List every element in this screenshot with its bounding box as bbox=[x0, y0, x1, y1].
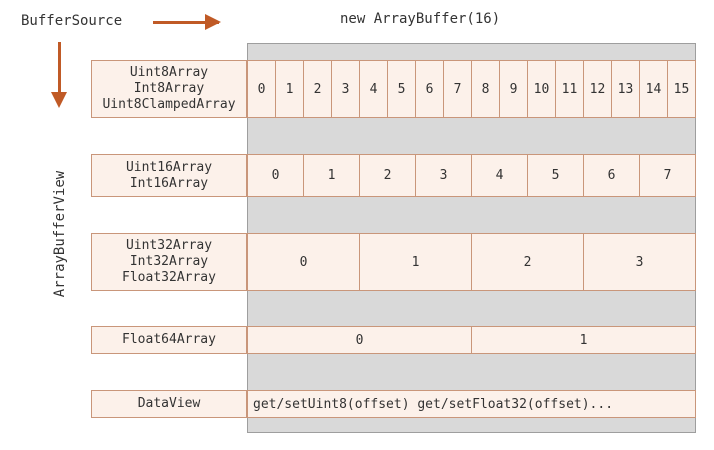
buffer-cell: 0 bbox=[248, 61, 276, 117]
down-arrow-icon bbox=[51, 42, 67, 108]
uint32-row-label: Uint32Array Int32Array Float32Array bbox=[91, 233, 247, 291]
float64-row-label: Float64Array bbox=[91, 326, 247, 354]
type-name: Int32Array bbox=[129, 254, 209, 269]
type-name: Uint16Array bbox=[125, 159, 213, 175]
dataview-cells: get/setUint8(offset) get/setFloat32(offs… bbox=[247, 390, 696, 418]
buffer-cell: 5 bbox=[388, 61, 416, 117]
buffer-cell: 11 bbox=[556, 61, 584, 117]
buffer-cell: 13 bbox=[612, 61, 640, 117]
buffer-source-label: BufferSource bbox=[21, 13, 123, 29]
buffer-cell: 12 bbox=[584, 61, 612, 117]
buffer-cell: 3 bbox=[332, 61, 360, 117]
buffer-cell: 1 bbox=[360, 234, 472, 290]
buffer-cell: 6 bbox=[584, 155, 640, 196]
buffer-cell: 2 bbox=[304, 61, 332, 117]
right-arrow-icon bbox=[153, 14, 221, 30]
buffer-cell: 0 bbox=[248, 234, 360, 290]
type-name: Uint8Array bbox=[129, 65, 209, 80]
uint8-row-label: Uint8Array Int8Array Uint8ClampedArray bbox=[91, 60, 247, 118]
buffer-cell: 4 bbox=[360, 61, 388, 117]
buffer-cell: 10 bbox=[528, 61, 556, 117]
type-name: Int16Array bbox=[129, 175, 209, 191]
buffer-cell: 1 bbox=[276, 61, 304, 117]
buffer-cell: 1 bbox=[579, 332, 588, 348]
array-buffer-label: new ArrayBuffer(16) bbox=[340, 11, 501, 27]
buffer-cell: 3 bbox=[416, 155, 472, 196]
buffer-cell: 2 bbox=[472, 234, 584, 290]
buffer-cell: 9 bbox=[500, 61, 528, 117]
buffer-cell: 15 bbox=[673, 81, 690, 97]
type-name: DataView bbox=[137, 396, 201, 411]
uint16-row-label: Uint16Array Int16Array bbox=[91, 154, 247, 197]
buffer-cell: 2 bbox=[360, 155, 416, 196]
buffer-cell: 0 bbox=[248, 155, 304, 196]
buffer-cell: 1 bbox=[304, 155, 360, 196]
buffer-cell: 4 bbox=[472, 155, 528, 196]
buffer-cell: 8 bbox=[472, 61, 500, 117]
dataview-row-label: DataView bbox=[91, 390, 247, 418]
buffer-cell: 7 bbox=[444, 61, 472, 117]
buffer-cell: 6 bbox=[416, 61, 444, 117]
type-name: Float32Array bbox=[122, 270, 216, 285]
buffer-cell: 14 bbox=[640, 61, 668, 117]
buffer-cell: 0 bbox=[248, 327, 472, 353]
type-name: Int8Array bbox=[133, 81, 205, 96]
array-buffer-view-label: ArrayBufferView bbox=[52, 170, 68, 298]
type-name: Uint8ClampedArray bbox=[102, 97, 236, 112]
buffer-cell: 7 bbox=[663, 168, 672, 183]
type-name: Float64Array bbox=[122, 332, 216, 347]
type-name: Uint32Array bbox=[125, 238, 213, 253]
dataview-methods: get/setUint8(offset) get/setFloat32(offs… bbox=[253, 396, 614, 412]
buffer-cell: 5 bbox=[528, 155, 584, 196]
buffer-cell: 3 bbox=[635, 254, 644, 270]
